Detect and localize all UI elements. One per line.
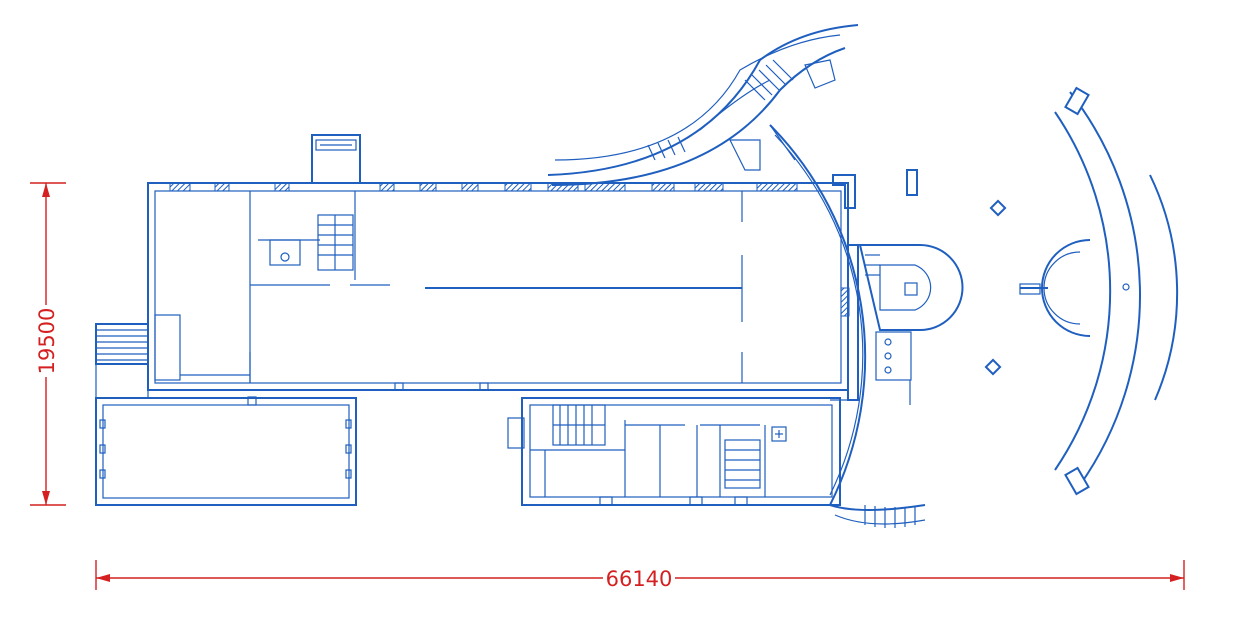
south-stair: [552, 404, 606, 446]
south-block: [507, 397, 841, 506]
horizontal-dimension: 66140: [95, 560, 1185, 591]
service-stair: [317, 214, 354, 271]
vertical-dimension-label: 19500: [35, 308, 59, 375]
west-entrance-steps: [95, 323, 149, 365]
ramp-stair-treads: [647, 59, 794, 161]
curved-ramp: [547, 24, 859, 186]
north-window-strip: [169, 182, 850, 317]
south-curved-stair: [829, 504, 926, 528]
spiral-stair: [858, 244, 964, 331]
vertical-dimension: 19500: [30, 182, 66, 506]
west-wing: [95, 134, 849, 506]
rotunda: [769, 86, 1179, 506]
north-canopy: [311, 134, 361, 184]
south-stair-2: [724, 439, 761, 489]
horizontal-dimension-label: 66140: [606, 567, 673, 591]
